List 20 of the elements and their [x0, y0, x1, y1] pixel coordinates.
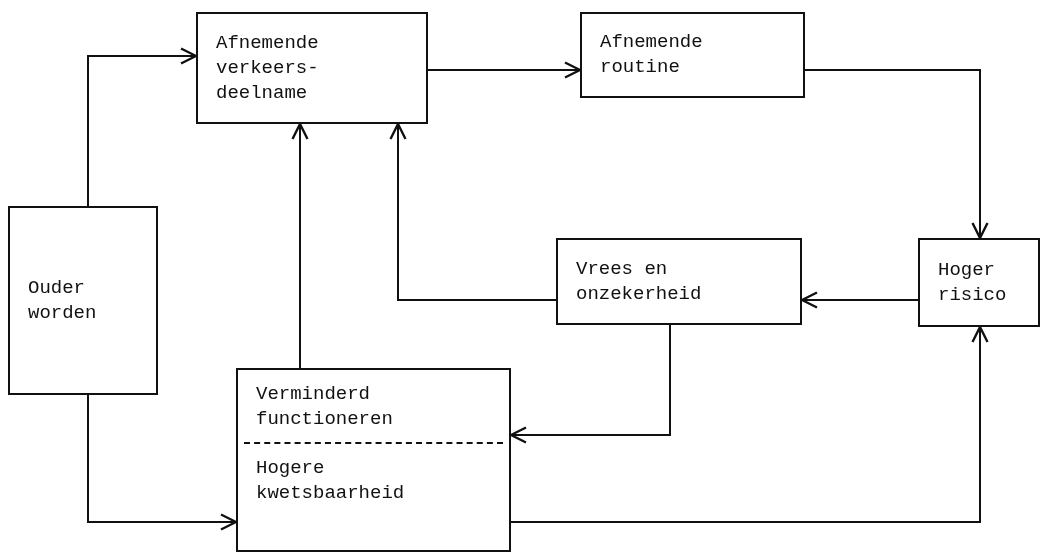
arrow — [804, 69, 989, 240]
box-label: Hoger risico — [938, 257, 1008, 308]
box-label: Vrees en onzekerheid — [576, 256, 703, 307]
box-label: Hogere kwetsbaarheid — [244, 442, 503, 516]
box-label: Afnemende routine — [600, 30, 704, 80]
process-box — [236, 368, 511, 552]
arrow — [291, 122, 309, 369]
arrow — [389, 122, 557, 301]
process-box — [196, 12, 428, 124]
arrow — [510, 325, 989, 523]
box-label: Ouder worden — [28, 275, 98, 326]
arrow — [87, 47, 198, 207]
process-box — [556, 238, 802, 325]
process-box — [8, 206, 158, 395]
process-box — [580, 12, 805, 98]
box-label: Verminderd functioneren — [255, 382, 394, 432]
process-box — [918, 238, 1040, 327]
box-label: Afnemende verkeers- deelname — [216, 30, 320, 106]
arrow — [427, 61, 582, 79]
arrow — [87, 394, 238, 531]
